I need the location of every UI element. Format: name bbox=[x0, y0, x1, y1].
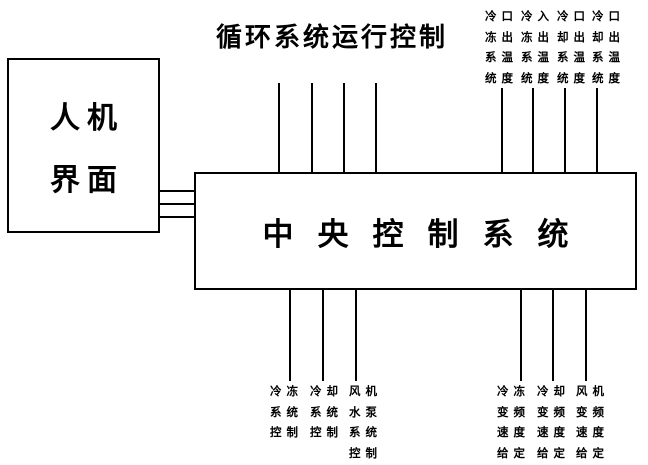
label-row: 速度 bbox=[497, 427, 530, 439]
output-line-left-1 bbox=[289, 288, 291, 381]
output-line-right-2 bbox=[552, 288, 554, 381]
label-row: 变频 bbox=[576, 406, 609, 419]
label-row: 冻出 bbox=[521, 31, 554, 44]
label-row: 风机 bbox=[576, 386, 609, 398]
sensor-signal-line-4 bbox=[596, 88, 598, 174]
label-row: 水泵 bbox=[349, 406, 382, 419]
label-row: 系温 bbox=[592, 52, 625, 64]
control-output-label-2: 冷却 系统 控制 bbox=[310, 382, 338, 444]
label-row: 冷却 bbox=[537, 386, 570, 398]
label-row: 统度 bbox=[557, 72, 590, 85]
hmi-label-line-1: 人机 bbox=[50, 101, 124, 135]
label-row: 系统 bbox=[270, 406, 303, 419]
label-row: 给定 bbox=[537, 447, 570, 460]
label-row: 系统 bbox=[349, 427, 382, 439]
sensor-signal-line-3 bbox=[564, 88, 566, 174]
control-signal-line-4 bbox=[375, 83, 377, 174]
label-row: 冷口 bbox=[485, 11, 518, 23]
output-line-left-2 bbox=[322, 288, 324, 381]
label-row: 控制 bbox=[349, 447, 382, 460]
control-signal-line-2 bbox=[311, 83, 313, 174]
label-row: 系温 bbox=[557, 52, 590, 64]
label-row: 冷冻 bbox=[497, 386, 530, 398]
hmi-label-line-2: 界面 bbox=[50, 163, 124, 197]
sensor-label-3: 冷口 却出 系温 统度 bbox=[557, 7, 585, 89]
label-row: 冷冻 bbox=[270, 386, 303, 398]
label-row: 却出 bbox=[557, 31, 590, 44]
label-row: 冷口 bbox=[557, 11, 590, 23]
label-row: 变频 bbox=[537, 406, 570, 419]
sensor-label-2: 冷入 冻出 系温 统度 bbox=[521, 7, 549, 89]
label-row: 速度 bbox=[537, 427, 570, 439]
label-row: 给定 bbox=[497, 447, 530, 460]
label-row: 风机 bbox=[349, 386, 382, 398]
central-control-label: 中央控制系统 bbox=[262, 216, 593, 252]
hmi-box: 人机 界面 bbox=[7, 58, 160, 233]
label-row: 系温 bbox=[485, 52, 518, 64]
output-line-right-3 bbox=[585, 288, 587, 381]
label-row: 冷口 bbox=[592, 11, 625, 23]
label-row: 系统 bbox=[310, 406, 343, 419]
label-row: 统度 bbox=[485, 72, 518, 85]
hmi-central-link-1 bbox=[158, 190, 196, 192]
sensor-label-4: 冷口 却出 系温 统度 bbox=[592, 7, 620, 89]
label-row: 系温 bbox=[521, 52, 554, 64]
label-row: 却出 bbox=[592, 31, 625, 44]
vfd-output-label-2: 冷却 变频 速度 给定 bbox=[537, 382, 565, 464]
hmi-central-link-3 bbox=[158, 216, 196, 218]
label-row: 统度 bbox=[521, 72, 554, 85]
control-output-label-3: 风机 水泵 系统 控制 bbox=[349, 382, 377, 464]
central-control-box: 中央控制系统 bbox=[194, 172, 637, 290]
label-row: 统度 bbox=[592, 72, 625, 85]
control-output-label-1: 冷冻 系统 控制 bbox=[270, 382, 298, 444]
vfd-output-label-1: 冷冻 变频 速度 给定 bbox=[497, 382, 525, 464]
label-row: 控制 bbox=[270, 427, 303, 439]
control-signal-line-1 bbox=[278, 83, 280, 174]
circulation-control-title: 循环系统运行控制 bbox=[216, 23, 449, 52]
sensor-signal-line-1 bbox=[501, 88, 503, 174]
label-row: 给定 bbox=[576, 447, 609, 460]
sensor-label-1: 冷口 冻出 系温 统度 bbox=[485, 7, 513, 89]
vfd-output-label-3: 风机 变频 速度 给定 bbox=[576, 382, 604, 464]
label-row: 冷却 bbox=[310, 386, 343, 398]
output-line-right-1 bbox=[520, 288, 522, 381]
control-signal-line-3 bbox=[343, 83, 345, 174]
sensor-signal-line-2 bbox=[532, 88, 534, 174]
label-row: 冷入 bbox=[521, 11, 554, 23]
hmi-central-link-2 bbox=[158, 203, 196, 205]
output-line-left-3 bbox=[355, 288, 357, 381]
label-row: 冻出 bbox=[485, 31, 518, 44]
label-row: 变频 bbox=[497, 406, 530, 419]
label-row: 速度 bbox=[576, 427, 609, 439]
label-row: 控制 bbox=[310, 427, 343, 439]
